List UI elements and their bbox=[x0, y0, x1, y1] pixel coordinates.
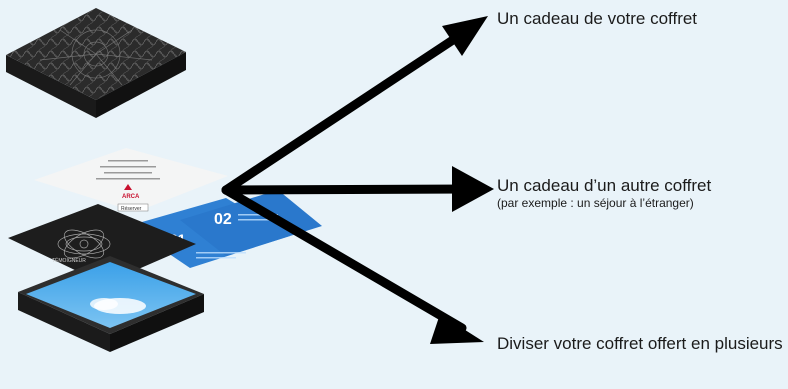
arrowhead-3-icon bbox=[430, 314, 484, 344]
blue-card-number-2: 02 bbox=[214, 211, 232, 228]
option-1-title: Un cadeau de votre coffret bbox=[497, 9, 698, 28]
arrow-2 bbox=[221, 184, 475, 195]
arrow-3 bbox=[221, 185, 467, 333]
option-2-label: Un cadeau d’un autre coffret (par exempl… bbox=[497, 176, 711, 210]
white-card: ARCA Réserver bbox=[34, 148, 228, 212]
option-2-subtitle: (par exemple : un séjour à l’étranger) bbox=[497, 196, 694, 210]
box-tray bbox=[18, 256, 204, 352]
black-card: TÉMOIGNEUR bbox=[8, 204, 196, 284]
black-card-text: TÉMOIGNEUR bbox=[52, 257, 86, 264]
option-3-label: Diviser votre coffret offert en plusieur… bbox=[497, 333, 787, 355]
option-3-title: Diviser votre coffret offert en plusieur… bbox=[497, 334, 783, 353]
box-lid bbox=[6, 8, 186, 118]
option-2-title: Un cadeau d’un autre coffret bbox=[497, 176, 712, 195]
brand-text: ARCA bbox=[122, 194, 140, 200]
card-button-text: Réserver bbox=[121, 206, 142, 212]
arrow-1 bbox=[221, 25, 473, 195]
arrows bbox=[221, 25, 475, 333]
option-1-label: Un cadeau de votre coffret bbox=[497, 9, 697, 29]
arrowhead-2-icon bbox=[452, 166, 494, 212]
arrowhead-1-icon bbox=[442, 16, 488, 56]
brand-logo-icon bbox=[124, 184, 132, 190]
